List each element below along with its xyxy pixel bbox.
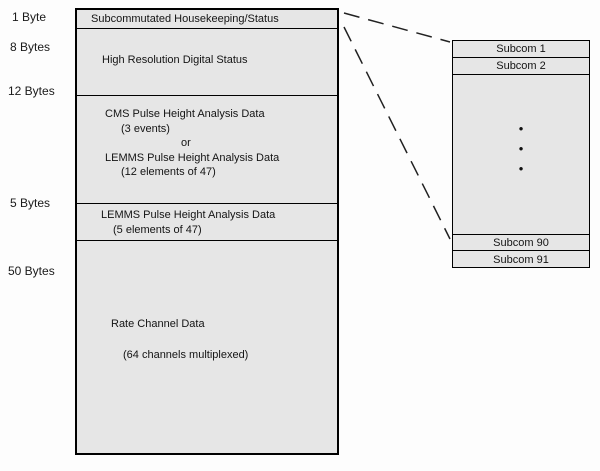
subcom-ellipsis-area: • • • bbox=[453, 75, 589, 234]
subcom-row-2: Subcom 2 bbox=[453, 58, 589, 75]
segment-label: CMS Pulse Height Analysis Data bbox=[105, 108, 265, 120]
ellipsis-dot: • bbox=[518, 141, 524, 156]
segment-rate-channel-data: Rate Channel Data (64 channels multiplex… bbox=[77, 241, 337, 453]
segment-subcommutated-housekeeping: Subcommutated Housekeeping/Status bbox=[77, 10, 337, 29]
connector-line-bottom bbox=[343, 26, 451, 240]
segment-sublabel: (64 channels multiplexed) bbox=[123, 348, 249, 361]
subcom-row-91: Subcom 91 bbox=[493, 253, 549, 266]
segment-sublabel: (3 events) bbox=[121, 122, 170, 135]
segment-pulse-height-analysis: CMS Pulse Height Analysis Data (3 events… bbox=[77, 96, 337, 204]
segment-label: Rate Channel Data bbox=[111, 318, 205, 330]
segment-high-resolution-status: High Resolution Digital Status bbox=[77, 29, 337, 96]
segment-or-text: or bbox=[181, 137, 191, 149]
byte-label-12: 12 Bytes bbox=[8, 84, 55, 98]
byte-label-50: 50 Bytes bbox=[8, 264, 55, 278]
byte-label-5: 5 Bytes bbox=[10, 196, 51, 210]
ellipsis-dot: • bbox=[518, 161, 524, 176]
segment-label: Subcommutated Housekeeping/Status bbox=[91, 12, 279, 25]
segment-sublabel: (5 elements of 47) bbox=[113, 223, 202, 236]
segment-label-alt: LEMMS Pulse Height Analysis Data bbox=[105, 151, 280, 164]
segment-label: High Resolution Digital Status bbox=[102, 54, 248, 66]
subcom-row-90: Subcom 90 bbox=[453, 234, 589, 251]
subcom-expansion-box: Subcom 1 Subcom 2 • • • Subcom 90 Subcom… bbox=[452, 40, 590, 268]
byte-label-8: 8 Bytes bbox=[10, 40, 51, 54]
segment-lemms-pha: LEMMS Pulse Height Analysis Data (5 elem… bbox=[77, 204, 337, 241]
ellipsis-dot: • bbox=[518, 121, 524, 136]
telemetry-frame-box: Subcommutated Housekeeping/Status High R… bbox=[75, 8, 339, 455]
byte-label-1: 1 Byte bbox=[12, 10, 47, 24]
segment-sublabel-alt: (12 elements of 47) bbox=[121, 166, 216, 178]
segment-label: LEMMS Pulse Height Analysis Data bbox=[101, 209, 276, 221]
subcom-row-1: Subcom 1 bbox=[453, 41, 589, 58]
connector-line-top bbox=[343, 12, 451, 43]
